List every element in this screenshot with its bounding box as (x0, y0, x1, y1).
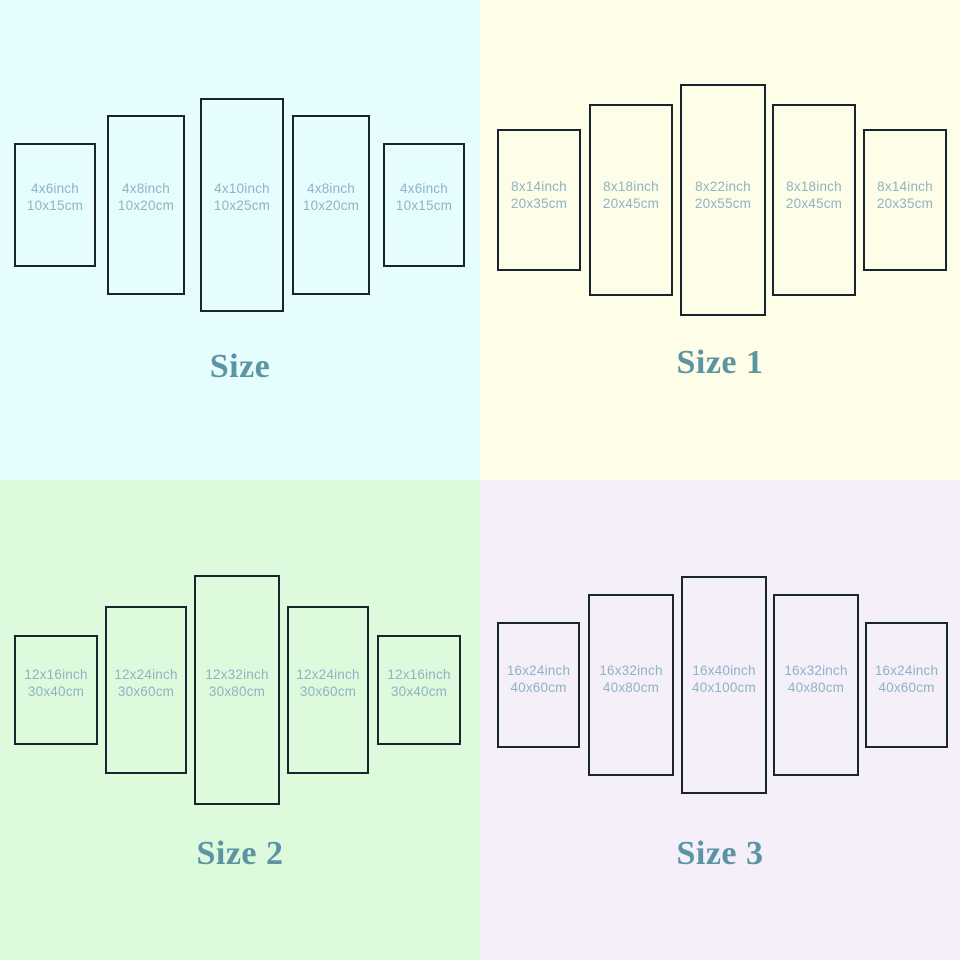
size-option-panel-br[interactable]: 16x24inch 40x60cm 16x32inch 40x80cm 16x40inc… (480, 480, 960, 960)
size-label-inches: 12x16inch (24, 667, 88, 682)
canvas-panel-size-label: 12x24inch 30x60cm (287, 666, 369, 700)
size-label-inches: 16x40inch (692, 663, 756, 678)
size-label-centimeters: 40x80cm (787, 680, 845, 695)
canvas-panel-size-label: 12x24inch 30x60cm (105, 666, 187, 700)
size-label-inches: 8x18inch (603, 179, 659, 194)
size-label-inches: 4x10inch (214, 181, 270, 196)
canvas-panel[interactable] (865, 622, 948, 748)
size-label-inches: 4x8inch (122, 181, 170, 196)
canvas-panel-size-label: 4x10inch 10x25cm (200, 180, 284, 214)
canvas-panel-size-label: 8x22inch 20x55cm (680, 178, 766, 212)
size-label-inches: 16x24inch (874, 663, 939, 678)
size-label-centimeters: 10x20cm (117, 198, 175, 213)
size-option-panel-tl[interactable]: 4x6inch 10x15cm 4x8inch 10x20cm 4x10inch 10x2… (0, 0, 480, 480)
canvas-panel-size-label: 4x6inch 10x15cm (14, 180, 96, 214)
size-label-inches: 16x32inch (599, 663, 663, 678)
canvas-panel[interactable] (497, 622, 580, 748)
canvas-panel[interactable] (377, 635, 461, 745)
size-label-centimeters: 10x15cm (395, 198, 453, 213)
canvas-panel-group-bl: 12x16inch 30x40cm 12x24inch 30x60cm 12x32inc… (0, 575, 480, 805)
canvas-panel[interactable] (105, 606, 187, 774)
canvas-panel-size-label: 12x16inch 30x40cm (14, 666, 98, 700)
canvas-panel-size-label: 8x14inch 20x35cm (497, 178, 581, 212)
size-label-centimeters: 40x80cm (602, 680, 660, 695)
canvas-panel-size-label: 16x24inch 40x60cm (497, 662, 580, 696)
size-option-title-bl: Size 2 (196, 835, 284, 872)
size-label-centimeters: 10x20cm (302, 198, 360, 213)
canvas-panel-size-label: 16x32inch 40x80cm (773, 662, 859, 696)
canvas-panel[interactable] (588, 594, 674, 776)
size-label-centimeters: 30x60cm (299, 684, 357, 699)
canvas-panel-size-label: 8x14inch 20x35cm (863, 178, 947, 212)
size-option-title-tl: Size (209, 348, 271, 385)
canvas-panel[interactable] (773, 594, 859, 776)
size-label-inches: 4x6inch (400, 181, 448, 196)
canvas-panel[interactable] (14, 635, 98, 745)
size-option-title-tr: Size 1 (676, 344, 764, 381)
canvas-panel-size-label: 4x8inch 10x20cm (292, 180, 370, 214)
canvas-panel-size-label: 4x6inch 10x15cm (383, 180, 465, 214)
size-label-inches: 8x14inch (511, 179, 567, 194)
size-label-inches: 8x14inch (877, 179, 933, 194)
canvas-panel-size-label: 8x18inch 20x45cm (772, 178, 856, 212)
canvas-panel-group-tl: 4x6inch 10x15cm 4x8inch 10x20cm 4x10inch 10x2… (0, 98, 480, 312)
size-label-centimeters: 40x100cm (692, 680, 756, 695)
size-option-panel-bl[interactable]: 12x16inch 30x40cm 12x24inch 30x60cm 12x32inc… (0, 480, 480, 960)
canvas-panel[interactable] (589, 104, 673, 296)
size-label-centimeters: 30x40cm (390, 684, 448, 699)
size-label-centimeters: 20x35cm (876, 196, 934, 211)
size-label-inches: 4x6inch (31, 181, 79, 196)
canvas-panel[interactable] (681, 576, 767, 794)
canvas-panel[interactable] (200, 98, 284, 312)
canvas-panel[interactable] (863, 129, 947, 271)
canvas-panel[interactable] (292, 115, 370, 295)
canvas-panel[interactable] (680, 84, 766, 316)
canvas-panel-size-label: 8x18inch 20x45cm (589, 178, 673, 212)
size-label-centimeters: 30x60cm (117, 684, 175, 699)
canvas-panel[interactable] (107, 115, 185, 295)
canvas-panel-size-label: 16x40inch 40x100cm (681, 662, 767, 696)
size-label-centimeters: 40x60cm (510, 680, 567, 695)
size-label-inches: 12x16inch (387, 667, 451, 682)
size-option-panel-tr[interactable]: 8x14inch 20x35cm 8x18inch 20x45cm 8x22inch 20… (480, 0, 960, 480)
size-option-title-br: Size 3 (676, 835, 764, 872)
size-label-inches: 8x22inch (695, 179, 751, 194)
size-label-centimeters: 30x40cm (27, 684, 85, 699)
size-label-centimeters: 10x25cm (213, 198, 271, 213)
canvas-panel-size-label: 12x16inch 30x40cm (377, 666, 461, 700)
canvas-panel-group-br: 16x24inch 40x60cm 16x32inch 40x80cm 16x40inc… (480, 576, 960, 794)
canvas-panel[interactable] (497, 129, 581, 271)
canvas-panel[interactable] (772, 104, 856, 296)
size-label-inches: 12x24inch (296, 667, 360, 682)
size-label-centimeters: 20x45cm (785, 196, 843, 211)
size-label-inches: 12x32inch (205, 667, 269, 682)
size-label-centimeters: 10x15cm (26, 198, 84, 213)
canvas-panel-size-label: 16x24inch 40x60cm (865, 662, 948, 696)
canvas-panel[interactable] (287, 606, 369, 774)
size-label-inches: 8x18inch (786, 179, 842, 194)
size-label-inches: 4x8inch (307, 181, 355, 196)
canvas-panel-group-tr: 8x14inch 20x35cm 8x18inch 20x45cm 8x22inch 20… (480, 84, 960, 316)
canvas-panel[interactable] (14, 143, 96, 267)
canvas-panel-size-label: 16x32inch 40x80cm (588, 662, 674, 696)
size-label-inches: 16x24inch (506, 663, 571, 678)
size-label-inches: 12x24inch (114, 667, 178, 682)
size-label-centimeters: 20x35cm (510, 196, 568, 211)
canvas-panel-size-label: 4x8inch 10x20cm (107, 180, 185, 214)
size-label-centimeters: 30x80cm (208, 684, 266, 699)
size-label-centimeters: 40x60cm (878, 680, 935, 695)
size-label-centimeters: 20x45cm (602, 196, 660, 211)
size-label-inches: 16x32inch (784, 663, 848, 678)
canvas-panel-size-label: 12x32inch 30x80cm (194, 666, 280, 700)
size-label-centimeters: 20x55cm (694, 196, 752, 211)
canvas-panel[interactable] (383, 143, 465, 267)
canvas-panel[interactable] (194, 575, 280, 805)
